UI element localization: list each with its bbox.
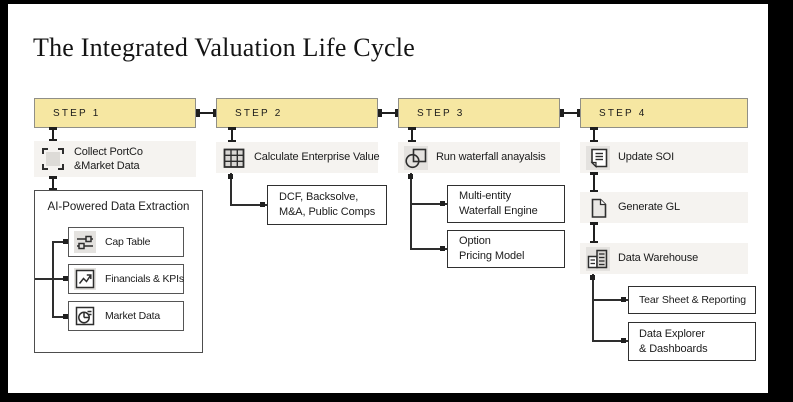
item-financials-kpis-label: Financials & KPIs bbox=[105, 273, 184, 285]
sub-waterfall-engine: Multi-entity Waterfall Engine bbox=[447, 185, 565, 223]
sub-dcf-methods: DCF, Backsolve, M&A, Public Comps bbox=[267, 185, 387, 225]
connector-step3-task bbox=[411, 128, 413, 142]
tree-branch-dcf bbox=[230, 204, 267, 206]
task-generate-gl: Generate GL bbox=[580, 192, 748, 223]
item-market-data-label: Market Data bbox=[105, 310, 160, 322]
connector-node bbox=[621, 297, 626, 302]
sub-option-pricing: Option Pricing Model bbox=[447, 230, 565, 268]
step-1-label: STEP 1 bbox=[53, 107, 101, 119]
connector-node bbox=[228, 174, 233, 179]
task-data-warehouse-label: Data Warehouse bbox=[618, 252, 699, 265]
task-collect-portco: Collect PortCo &Market Data bbox=[34, 141, 196, 177]
connector-step3-step4 bbox=[560, 109, 580, 117]
sub-waterfall-engine-line1: Multi-entity bbox=[459, 190, 511, 203]
task-run-waterfall: Run waterfall anayalsis bbox=[398, 142, 560, 173]
step-3-header: STEP 3 bbox=[398, 98, 560, 128]
sub-option-pricing-line2: Pricing Model bbox=[459, 250, 525, 262]
task-calculate-ev: Calculate Enterprise Value bbox=[216, 142, 380, 173]
task-collect-portco-line1: Collect PortCo bbox=[74, 145, 143, 158]
connector-node bbox=[440, 246, 445, 251]
connector-node bbox=[260, 202, 265, 207]
connector-node bbox=[63, 276, 68, 281]
step-3-label: STEP 3 bbox=[417, 107, 465, 119]
scan-icon bbox=[42, 148, 64, 170]
page-title: The Integrated Valuation Life Cycle bbox=[33, 33, 415, 62]
task-update-soi-label: Update SOI bbox=[618, 151, 674, 164]
sliders-icon bbox=[74, 231, 96, 253]
step-4-header: STEP 4 bbox=[580, 98, 748, 128]
step-1-header: STEP 1 bbox=[34, 98, 196, 128]
connector-node bbox=[408, 174, 413, 179]
connector-step2-step3 bbox=[378, 109, 398, 117]
task-collect-portco-line2: &Market Data bbox=[74, 160, 140, 172]
sub-dcf-methods-line1: DCF, Backsolve, bbox=[279, 191, 359, 204]
tree-branch-data-explorer bbox=[592, 340, 628, 342]
tree-spine-step4 bbox=[592, 274, 594, 342]
tree-branch-tear-sheet bbox=[592, 299, 628, 301]
document-lines-icon bbox=[586, 145, 610, 170]
item-cap-table: Cap Table bbox=[68, 227, 184, 257]
task-update-soi: Update SOI bbox=[580, 142, 748, 173]
sub-dcf-methods-line2: M&A, Public Comps bbox=[279, 206, 376, 218]
buildings-icon bbox=[586, 246, 610, 271]
tree-spine-step1 bbox=[52, 242, 54, 318]
connector-task-group bbox=[52, 177, 54, 190]
tree-branch-opm bbox=[410, 248, 447, 250]
connector-soi-gl bbox=[593, 173, 595, 192]
step-4-label: STEP 4 bbox=[599, 107, 647, 119]
connector-node bbox=[440, 201, 445, 206]
tree-branch-root bbox=[35, 278, 53, 280]
step-2-label: STEP 2 bbox=[235, 107, 283, 119]
sub-waterfall-engine-line2: Waterfall Engine bbox=[459, 205, 538, 217]
connector-step2-task bbox=[231, 128, 233, 142]
tree-branch-cap-table bbox=[52, 241, 68, 243]
connector-gl-warehouse bbox=[593, 223, 595, 243]
connector-step4-task bbox=[593, 128, 595, 142]
connector-node bbox=[590, 275, 595, 280]
connector-step1-task bbox=[52, 128, 54, 141]
sub-tear-sheet: Tear Sheet & Reporting bbox=[628, 286, 756, 314]
connector-node bbox=[63, 314, 68, 319]
sub-data-explorer-line2: & Dashboards bbox=[639, 342, 708, 355]
task-calculate-ev-label: Calculate Enterprise Value bbox=[254, 151, 380, 164]
pie-chart-icon bbox=[75, 306, 95, 326]
group-ai-extraction-title: AI-Powered Data Extraction bbox=[47, 201, 190, 213]
tree-branch-market-data bbox=[52, 316, 68, 318]
task-generate-gl-label: Generate GL bbox=[618, 201, 680, 214]
page-icon bbox=[591, 198, 607, 218]
connector-node bbox=[63, 239, 68, 244]
sub-data-explorer-line1: Data Explorer bbox=[639, 327, 705, 340]
sub-tear-sheet-label: Tear Sheet & Reporting bbox=[639, 293, 746, 306]
sub-option-pricing-line1: Option bbox=[459, 235, 491, 248]
overlap-shapes-icon bbox=[404, 145, 428, 170]
connector-step1-step2 bbox=[196, 109, 216, 117]
tree-branch-financials bbox=[52, 278, 68, 280]
task-collect-portco-label: Collect PortCo &Market Data bbox=[74, 145, 143, 174]
item-market-data: Market Data bbox=[68, 301, 184, 331]
item-financials-kpis: Financials & KPIs bbox=[68, 264, 184, 294]
sub-data-explorer: Data Explorer & Dashboards bbox=[628, 322, 756, 361]
task-data-warehouse: Data Warehouse bbox=[580, 243, 748, 274]
tree-branch-waterfall-engine bbox=[410, 203, 447, 205]
connector-node bbox=[621, 338, 626, 343]
item-cap-table-label: Cap Table bbox=[105, 236, 151, 248]
tree-spine-step3 bbox=[410, 173, 412, 250]
task-run-waterfall-label: Run waterfall anayalsis bbox=[436, 151, 546, 164]
table-grid-icon bbox=[223, 148, 245, 168]
line-chart-icon bbox=[74, 268, 96, 290]
step-2-header: STEP 2 bbox=[216, 98, 378, 128]
tree-spine-step2 bbox=[230, 173, 232, 206]
